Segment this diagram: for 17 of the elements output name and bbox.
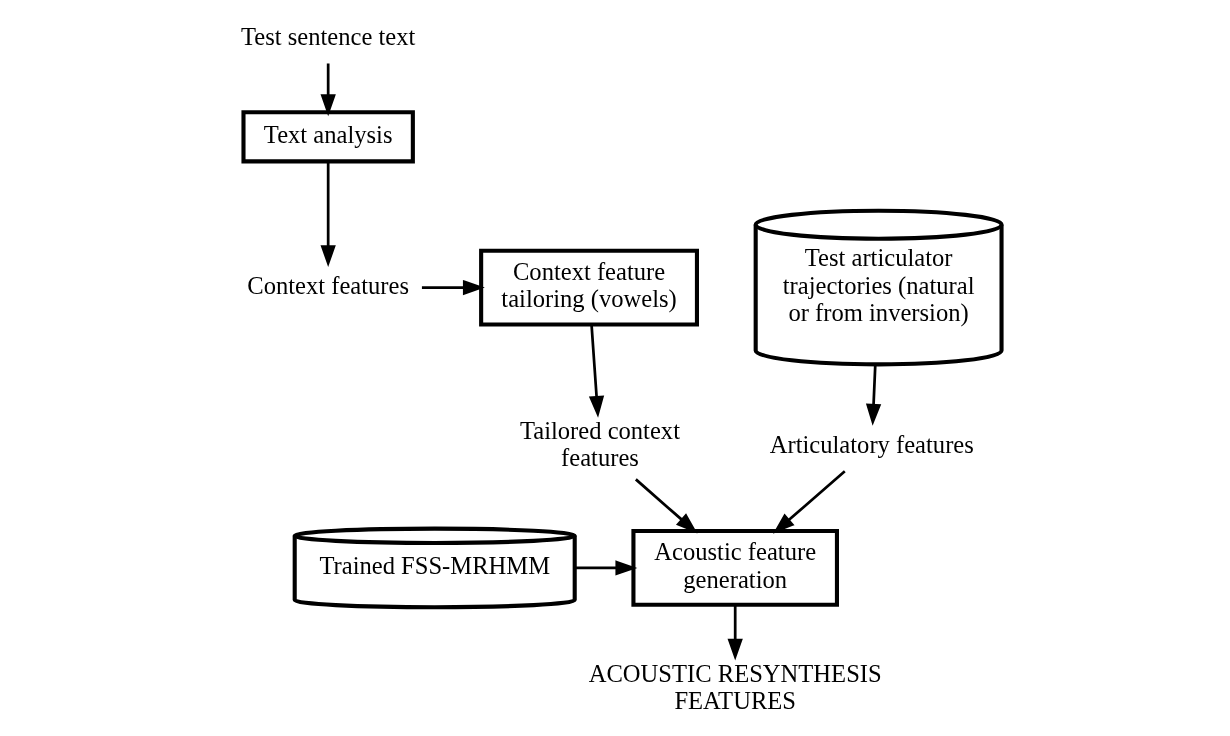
- arrow: [727, 604, 743, 661]
- arrow: [865, 364, 882, 426]
- node-box: Text analysis: [241, 110, 415, 164]
- arrow: [421, 279, 485, 296]
- node-text: ACOUSTIC RESYNTHESIS FEATURES: [588, 659, 882, 714]
- node-text: Articulatory features: [769, 430, 974, 458]
- arrow: [320, 63, 336, 117]
- node-text: Test sentence text: [240, 22, 416, 50]
- node-text: Tailored context features: [519, 416, 680, 472]
- node-box: Acoustic feature generation: [631, 529, 839, 607]
- node-box: Context feature tailoring (vowels): [479, 248, 699, 327]
- arrow: [575, 560, 638, 576]
- arrow: [773, 470, 846, 534]
- arrow: [320, 161, 336, 268]
- node-text: Context features: [247, 271, 410, 299]
- arrow: [588, 324, 605, 418]
- arrow: [634, 478, 698, 534]
